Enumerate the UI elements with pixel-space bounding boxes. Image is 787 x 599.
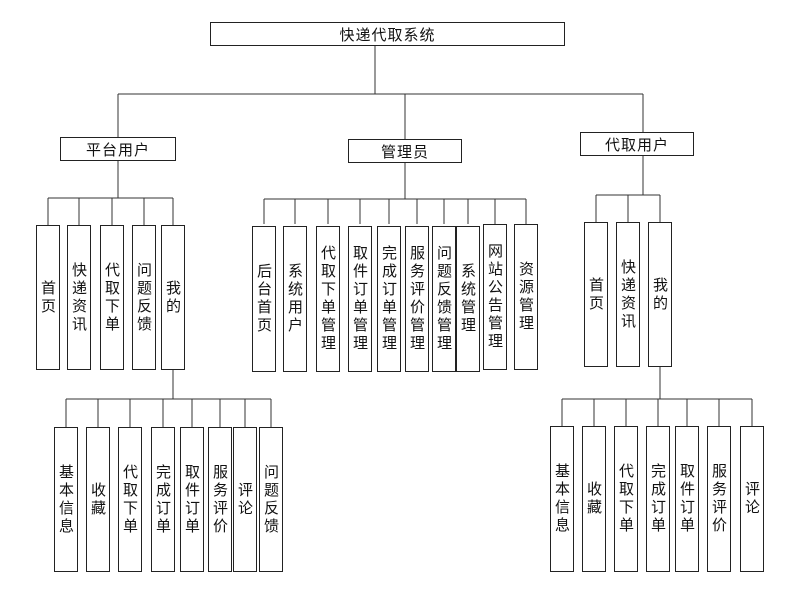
courier-module-mine: 我的 (648, 222, 672, 367)
platform-mine-pickup: 取件订单 (180, 427, 204, 572)
branch-platform-user: 平台用户 (60, 137, 176, 161)
platform-mine-feedback: 问题反馈 (259, 427, 283, 572)
platform-module-news: 快递资讯 (67, 225, 91, 370)
courier-mine-profile: 基本信息 (550, 426, 574, 572)
courier-mine-comment: 评论 (740, 426, 764, 572)
platform-mine-comment: 评论 (233, 427, 257, 572)
courier-mine-completed: 完成订单 (646, 426, 670, 572)
admin-module-order-mgmt: 代取下单管理 (316, 226, 340, 372)
admin-module-feedback-mgmt: 问题反馈管理 (432, 226, 456, 372)
admin-module-users: 系统用户 (283, 226, 307, 372)
platform-mine-profile: 基本信息 (54, 427, 78, 572)
platform-module-order: 代取下单 (100, 225, 124, 370)
branch-courier-user: 代取用户 (580, 132, 694, 156)
platform-mine-completed: 完成订单 (151, 427, 175, 572)
admin-module-rating-mgmt: 服务评价管理 (405, 226, 429, 372)
courier-module-home: 首页 (584, 222, 608, 367)
courier-mine-pickup: 取件订单 (675, 426, 699, 572)
platform-module-mine: 我的 (161, 225, 185, 370)
admin-module-notice-mgmt: 网站公告管理 (483, 224, 507, 370)
platform-module-feedback: 问题反馈 (132, 225, 156, 370)
root-node: 快递代取系统 (210, 22, 565, 46)
branch-admin: 管理员 (348, 139, 462, 163)
courier-mine-service-rating: 服务评价 (707, 426, 731, 572)
platform-mine-favorites: 收藏 (86, 427, 110, 572)
courier-module-news: 快递资讯 (616, 222, 640, 367)
platform-mine-order: 代取下单 (118, 427, 142, 572)
admin-module-dashboard: 后台首页 (252, 226, 276, 372)
admin-module-completed-mgmt: 完成订单管理 (377, 226, 401, 372)
platform-mine-service-rating: 服务评价 (208, 427, 232, 572)
courier-mine-favorites: 收藏 (582, 426, 606, 572)
admin-module-resource-mgmt: 资源管理 (514, 224, 538, 370)
admin-module-system-mgmt: 系统管理 (456, 226, 480, 372)
admin-module-pickup-mgmt: 取件订单管理 (348, 226, 372, 372)
platform-module-home: 首页 (36, 225, 60, 370)
courier-mine-order: 代取下单 (614, 426, 638, 572)
